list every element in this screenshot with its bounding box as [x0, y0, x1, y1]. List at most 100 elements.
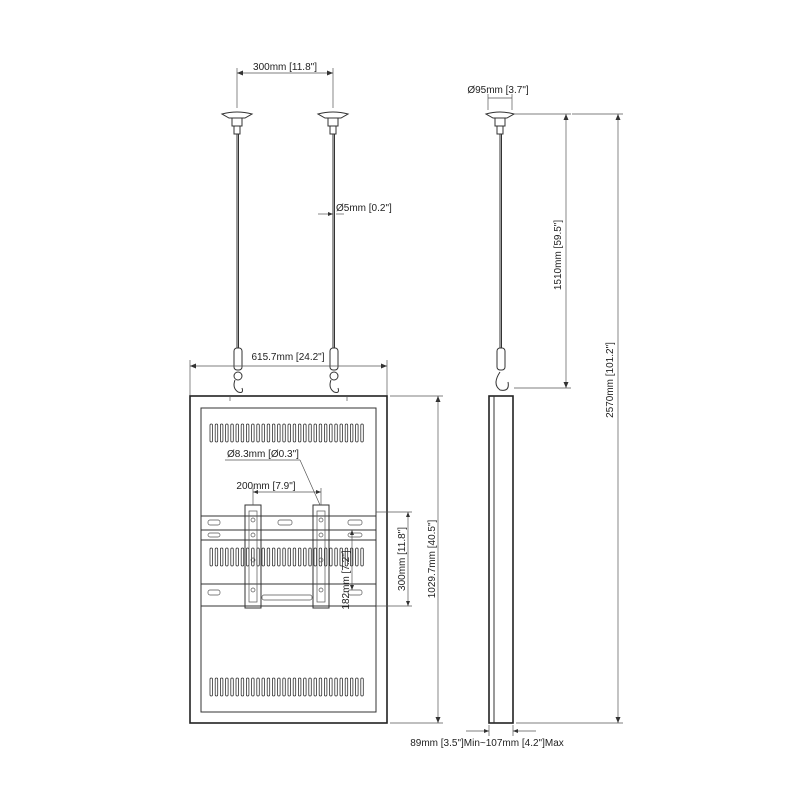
mounting-rail-middle [200, 529, 377, 541]
vent-slot [209, 547, 213, 567]
vent-slot [292, 423, 297, 443]
vent-slot [256, 423, 260, 443]
depth-dimension: 89mm [3.5"]Min~107mm [4.2"]Max [410, 725, 564, 749]
vent-slot [251, 677, 255, 697]
frame-height-dimension: 1029.7mm [40.5"] [390, 395, 443, 724]
vent-slot [303, 677, 307, 697]
vent-slot [251, 423, 255, 443]
vent-slot [308, 423, 312, 443]
vent-slot [261, 547, 265, 567]
vent-slot [261, 677, 265, 697]
overall-height-dimension: 2570mm [101.2"] [516, 113, 623, 724]
vent-slot [245, 677, 250, 697]
vent-slot [251, 547, 255, 567]
bracket-vertical-inner-dimension: 182mm [7.2"] [341, 530, 354, 610]
vent-slot [277, 423, 281, 443]
vent-slot [271, 677, 276, 697]
vent-slot [355, 547, 359, 567]
ceiling-plate-diameter-label: Ø95mm [3.7"] [467, 85, 529, 96]
vent-slot [271, 423, 276, 443]
vent-slot [219, 677, 224, 697]
vent-slot [334, 423, 338, 443]
cable-diameter-label: Ø5mm [0.2"] [336, 203, 392, 214]
bracket-vertical-outer-label: 300mm [11.8"] [397, 527, 408, 591]
turnbuckle-left [233, 347, 243, 393]
vent-slot [334, 677, 338, 697]
vent-slot [245, 547, 250, 567]
bracket-horizontal-dimension: 200mm [7.9"] [236, 481, 322, 505]
vent-slot [214, 423, 219, 443]
vent-slot [339, 547, 343, 567]
vent-slot [214, 677, 219, 697]
ceiling-plate-diameter-dimension: Ø95mm [3.7"] [467, 85, 529, 110]
cable-length-label: 1510mm [59.5"] [553, 220, 564, 290]
vent-slot [355, 423, 359, 443]
cable-diameter-dimension: Ø5mm [0.2"] [318, 203, 392, 216]
frame-width-label: 615.7mm [24.2"] [251, 352, 324, 363]
vent-slot [339, 423, 343, 443]
overall-height-label: 2570mm [101.2"] [605, 342, 616, 418]
cable-length-dimension: 1510mm [59.5"] [514, 113, 571, 389]
vent-slot [225, 423, 229, 443]
cable-spacing-label: 300mm [11.8"] [253, 62, 317, 73]
vent-slot [230, 677, 234, 697]
vent-slot [323, 547, 328, 567]
vent-slot [292, 677, 297, 697]
vent-slot [277, 677, 281, 697]
ceiling-plate-side [484, 111, 516, 135]
cable-spacing-dimension: 300mm [11.8"] [236, 62, 334, 108]
bracket-vertical-inner-label: 182mm [7.2"] [341, 550, 352, 609]
vent-slot [297, 547, 302, 567]
vent-slot [219, 547, 224, 567]
hole-diameter-dimension: Ø8.3mm [Ø0.3"] [225, 449, 321, 506]
vent-slot [235, 423, 239, 443]
vent-slot [329, 423, 333, 443]
ceiling-plate-left [220, 111, 254, 135]
vent-slot [235, 677, 239, 697]
vent-slot [230, 423, 234, 443]
hook-side [495, 347, 509, 391]
ceiling-plate-right [316, 111, 350, 135]
vent-slot [360, 547, 364, 567]
vent-slot [360, 677, 364, 697]
vent-slot [225, 677, 229, 697]
vent-slot [282, 677, 286, 697]
side-view: Ø95mm [3.7"] 1510mm [59.5"] [410, 85, 623, 749]
vent-slot [230, 547, 234, 567]
vent-slot [266, 547, 271, 567]
vent-slot [266, 677, 271, 697]
display-side-profile [488, 395, 514, 724]
vent-slot [349, 677, 354, 697]
vent-slot [240, 677, 245, 697]
vent-slot [355, 677, 359, 697]
vent-slot [287, 547, 291, 567]
vent-slot [209, 677, 213, 697]
vent-slots-bottom [209, 677, 364, 697]
vent-slot [344, 677, 349, 697]
vent-slot [344, 423, 349, 443]
depth-label: 89mm [3.5"]Min~107mm [4.2"]Max [410, 738, 564, 749]
vent-slot [277, 547, 281, 567]
vent-slot [313, 423, 317, 443]
vent-slot [271, 547, 276, 567]
vent-slots-top [209, 423, 364, 443]
vent-slot [360, 423, 364, 443]
vent-slot [235, 547, 239, 567]
vent-slot [349, 423, 354, 443]
vent-slot [303, 423, 307, 443]
mounting-rail-top [200, 515, 377, 531]
vent-slot [308, 547, 312, 567]
hole-diameter-label: Ø8.3mm [Ø0.3"] [227, 449, 299, 460]
vent-slot [214, 547, 219, 567]
frame-width-dimension: 615.7mm [24.2"] [189, 352, 388, 396]
vent-slot [297, 423, 302, 443]
vent-slot [292, 547, 297, 567]
vent-slot [225, 547, 229, 567]
turnbuckle-right [329, 347, 339, 393]
vent-slot [287, 423, 291, 443]
vent-slot [318, 423, 323, 443]
vent-slot [313, 547, 317, 567]
vent-slot [261, 423, 265, 443]
front-view: 300mm [11.8"] Ø5mm [0.2"] [189, 62, 443, 724]
